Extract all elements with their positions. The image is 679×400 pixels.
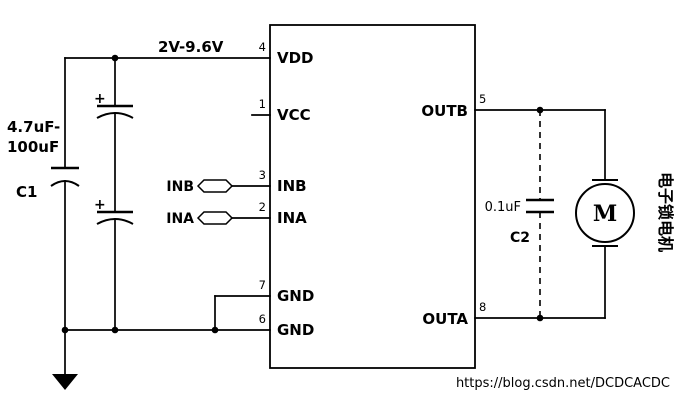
capacitor-c1 [50,166,80,187]
pin-label-gnd7: GND [277,287,314,305]
c2-ref: C2 [510,230,530,246]
junction-dot [61,326,69,334]
battery2-plus-sign: + [94,197,106,213]
motor-circle [575,183,635,243]
junction-dot [536,314,544,322]
ina-port-label: INA [166,211,194,227]
pin-num-gnd6: 6 [259,312,266,326]
c2-value: 0.1uF [485,200,521,215]
junction-dot [111,326,119,334]
battery-cell-2 [96,210,134,225]
pin-label-vcc: VCC [277,106,311,124]
junction-dots [61,54,544,334]
input-port-ina: INA [166,211,234,227]
inb-port-tag [196,179,234,193]
pin-label-outa: OUTA [422,310,468,328]
capacitor-c2 [526,198,554,214]
c1-ref: C1 [16,183,37,201]
inb-port-label: INB [166,179,194,195]
ic-body [269,24,476,369]
pin-num-gnd7: 7 [259,278,266,292]
battery1-plus-sign: + [94,91,106,107]
pin-num-outa: 8 [479,300,486,314]
pin-label-inb: INB [277,177,307,195]
input-port-inb: INB [166,179,234,195]
ina-port-tag [196,211,234,225]
junction-dot [536,106,544,114]
pin-num-vcc: 1 [259,97,266,111]
power-voltage-label: 2V-9.6V [158,38,224,56]
pin-label-ina: INA [277,209,307,227]
pin-num-vdd: 4 [259,40,266,54]
pin-label-outb: OUTB [421,102,468,120]
wires [64,57,606,375]
motor-name-label: 电子锁电机 [656,172,675,252]
motor-letter: M [593,201,617,227]
pin-label-vdd: VDD [277,49,314,67]
watermark-text: https://blog.csdn.net/DCDCACDC [456,376,670,391]
ground-symbol [52,374,78,390]
motor-symbol: M [575,179,635,247]
pin-label-gnd6: GND [277,321,314,339]
battery2-plate-bottom-curved [96,218,134,225]
c1-value-line2: 100uF [7,138,59,156]
battery-cell-1 [96,104,134,119]
junction-dot [211,326,219,334]
battery1-plate-bottom-curved [96,112,134,119]
junction-dot [111,54,119,62]
c1-value-line1: 4.7uF- [7,118,60,136]
c1-plate-bottom-curved [50,180,80,187]
pin-num-ina: 2 [259,200,266,214]
pin-num-outb: 5 [479,92,486,106]
pin-num-inb: 3 [259,168,266,182]
